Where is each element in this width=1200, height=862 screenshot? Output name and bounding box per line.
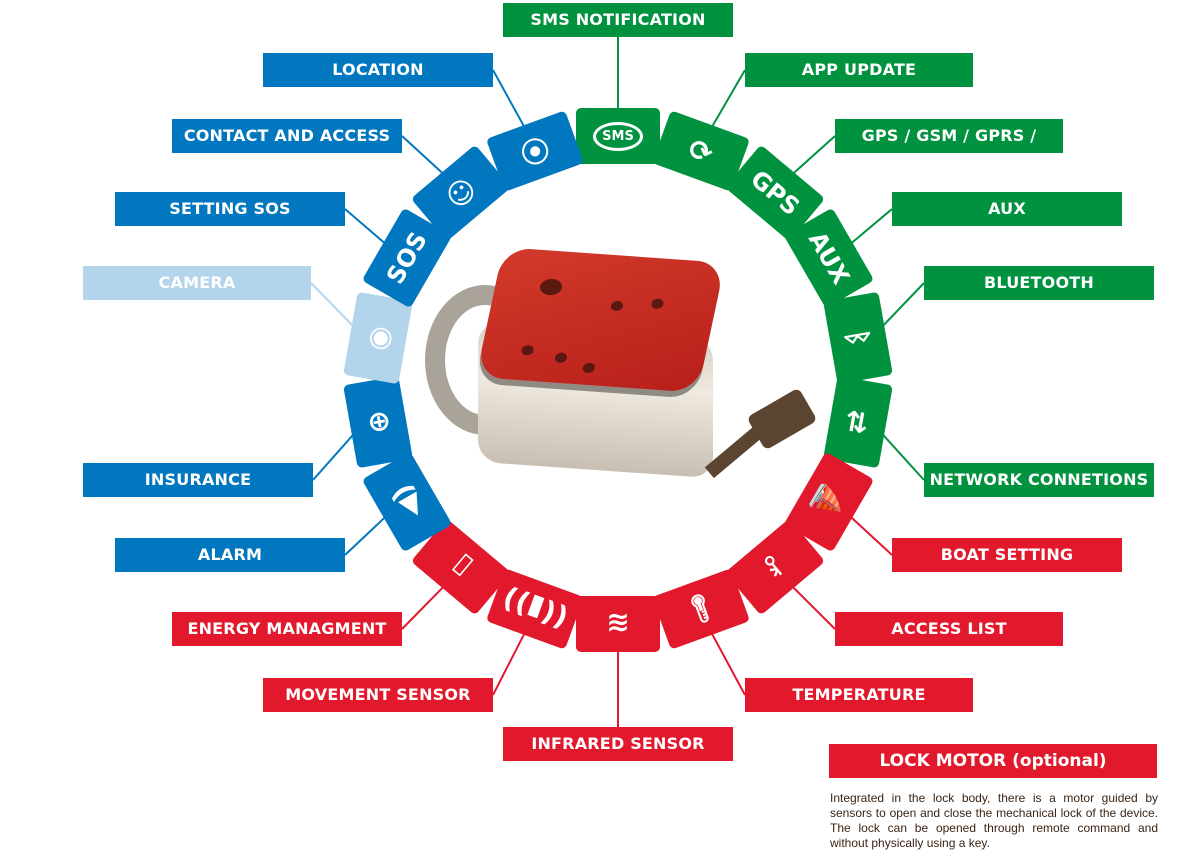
network-locks-icon: ⇄ (839, 407, 877, 437)
feature-tile-sms: SMS (576, 108, 660, 164)
aux-icon: AUX (803, 226, 856, 290)
location-pin-icon: ⦿ (516, 131, 554, 173)
feature-label-boat: BOAT SETTING (892, 538, 1122, 572)
feature-label-network-locks: NETWORK CONNETIONS (924, 463, 1154, 497)
connector-line-refresh (706, 69, 746, 136)
feature-label-infrared-motion: INFRARED SENSOR (503, 727, 733, 761)
feature-label-thermometer: TEMPERATURE (745, 678, 973, 712)
camera-icon: ◉ (359, 322, 397, 353)
feature-label-vibration: MOVEMENT SENSOR (263, 678, 493, 712)
boat-icon: ⛵ (806, 478, 853, 526)
feature-label-sms: SMS NOTIFICATION (503, 3, 733, 37)
speaker-icon: ◀) (383, 478, 430, 526)
refresh-icon: ⟳ (684, 131, 719, 171)
feature-label-sos: SETTING SOS (115, 192, 345, 226)
lock-motor-description: Integrated in the lock body, there is a … (830, 791, 1158, 850)
key-icon: ⚷ (756, 547, 794, 587)
vibration-icon: ((▮)) (497, 582, 572, 637)
contact-icon: ☺ (439, 171, 483, 216)
lock-motor-title: LOCK MOTOR (optional) (829, 744, 1157, 778)
feature-label-camera: CAMERA (83, 266, 311, 300)
feature-label-location-pin: LOCATION (263, 53, 493, 87)
feature-label-contact: CONTACT AND ACCESS (172, 119, 402, 153)
feature-label-globe-hands: INSURANCE (83, 463, 313, 497)
infrared-motion-icon: ≋ (606, 607, 630, 641)
battery-icon: ▯ (444, 549, 478, 585)
sms-icon: SMS (593, 121, 643, 151)
feature-tile-infrared-motion: ≋ (576, 596, 660, 652)
feature-label-battery: ENERGY MANAGMENT (172, 612, 402, 646)
globe-hands-icon: ⊕ (359, 407, 396, 437)
feature-label-key: ACCESS LIST (835, 612, 1063, 646)
thermometer-icon: 🌡 (679, 587, 724, 631)
connector-line-thermometer (706, 624, 746, 696)
sos-icon: SOS (380, 227, 433, 289)
feature-label-aux: AUX (892, 192, 1122, 226)
feature-label-bluetooth: BLUETOOTH (924, 266, 1154, 300)
feature-label-refresh: APP UPDATE (745, 53, 973, 87)
connector-line-vibration (492, 624, 530, 696)
padlock-red-cover (475, 247, 726, 393)
feature-label-speaker: ALARM (115, 538, 345, 572)
bluetooth-icon: ᛒ (840, 326, 876, 349)
feature-label-gps: GPS / GSM / GPRS / (835, 119, 1063, 153)
